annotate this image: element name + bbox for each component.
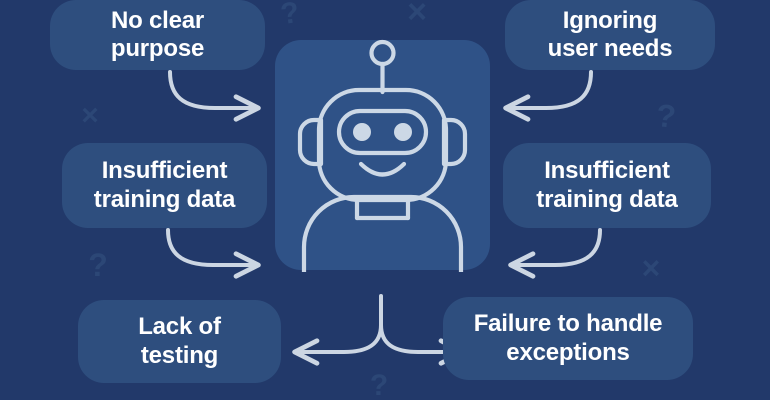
- node-ignoring-user-needs[interactable]: Ignoring user needs: [505, 0, 715, 70]
- question-mark-icon: ?: [369, 369, 389, 400]
- question-mark-icon: ?: [654, 97, 678, 135]
- node-label: Insufficient training data: [536, 157, 678, 213]
- node-label: Insufficient training data: [93, 157, 236, 213]
- arrow-ignoring-user-needs: [503, 70, 593, 122]
- cross-icon: ×: [641, 250, 661, 286]
- node-no-clear-purpose[interactable]: No clear purpose: [50, 0, 265, 70]
- node-label: Failure to handle exceptions: [473, 310, 663, 366]
- cross-icon: ×: [81, 99, 99, 132]
- node-insufficient-training-data-left[interactable]: Insufficient training data: [62, 143, 267, 228]
- node-label: Ignoring user needs: [547, 6, 673, 62]
- node-label: Lack of testing: [138, 313, 221, 369]
- arrow-to-lack-of-testing: [292, 323, 383, 366]
- robot-icon: [297, 39, 468, 272]
- arrow-insufficient-training-data-right: [508, 228, 602, 279]
- arrow-no-clear-purpose: [168, 70, 261, 122]
- node-failure-to-handle-exceptions[interactable]: Failure to handle exceptions: [443, 297, 693, 380]
- node-insufficient-training-data-right[interactable]: Insufficient training data: [503, 143, 711, 228]
- question-mark-icon: ?: [88, 247, 108, 283]
- node-lack-of-testing[interactable]: Lack of testing: [78, 300, 281, 383]
- arrow-insufficient-training-data-left: [166, 228, 261, 279]
- node-label: No clear purpose: [110, 6, 205, 62]
